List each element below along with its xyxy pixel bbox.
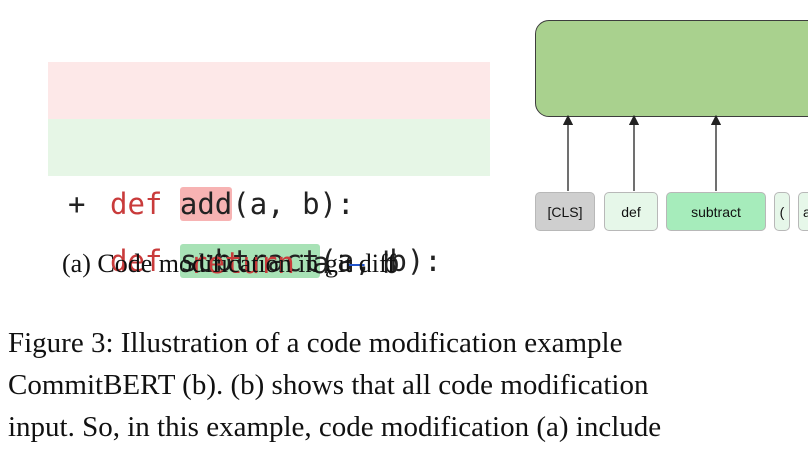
diff-added-line: + def subtract(a, b): xyxy=(48,119,490,278)
keyword-def: def xyxy=(110,187,163,221)
added-args: (a, b): xyxy=(319,244,442,278)
operand-right: b xyxy=(382,246,400,280)
diff-plus-marker: + xyxy=(68,187,86,221)
commitbert-model-box xyxy=(535,20,808,117)
added-function-name: subtract xyxy=(179,244,320,278)
token-def: def xyxy=(604,192,658,231)
token-cls: [CLS] xyxy=(535,192,595,231)
subfigure-caption-a: (a) Code modification in git diff xyxy=(62,249,396,278)
figure-caption: Figure 3: Illustration of a code modific… xyxy=(8,322,808,448)
minus-operator: – xyxy=(347,246,365,280)
figure-caption-line: Figure 3: Illustration of a code modific… xyxy=(8,327,623,359)
token-a: a xyxy=(798,192,808,231)
diff-removed-line: – def add(a, b): xyxy=(48,62,490,221)
token-subtract: subtract xyxy=(666,192,766,231)
operand-left: a xyxy=(312,246,330,280)
figure-caption-line: input. So, in this example, code modific… xyxy=(8,411,662,443)
removed-function-name: add xyxy=(179,187,233,221)
token-open-paren: ( xyxy=(774,192,790,231)
keyword-return: return xyxy=(190,246,295,280)
keyword-def: def xyxy=(110,244,163,278)
removed-args: (a, b): xyxy=(232,187,355,221)
figure-caption-line: CommitBERT (b). (b) shows that all code … xyxy=(8,369,649,401)
diff-context-line: return a – b xyxy=(48,178,490,280)
